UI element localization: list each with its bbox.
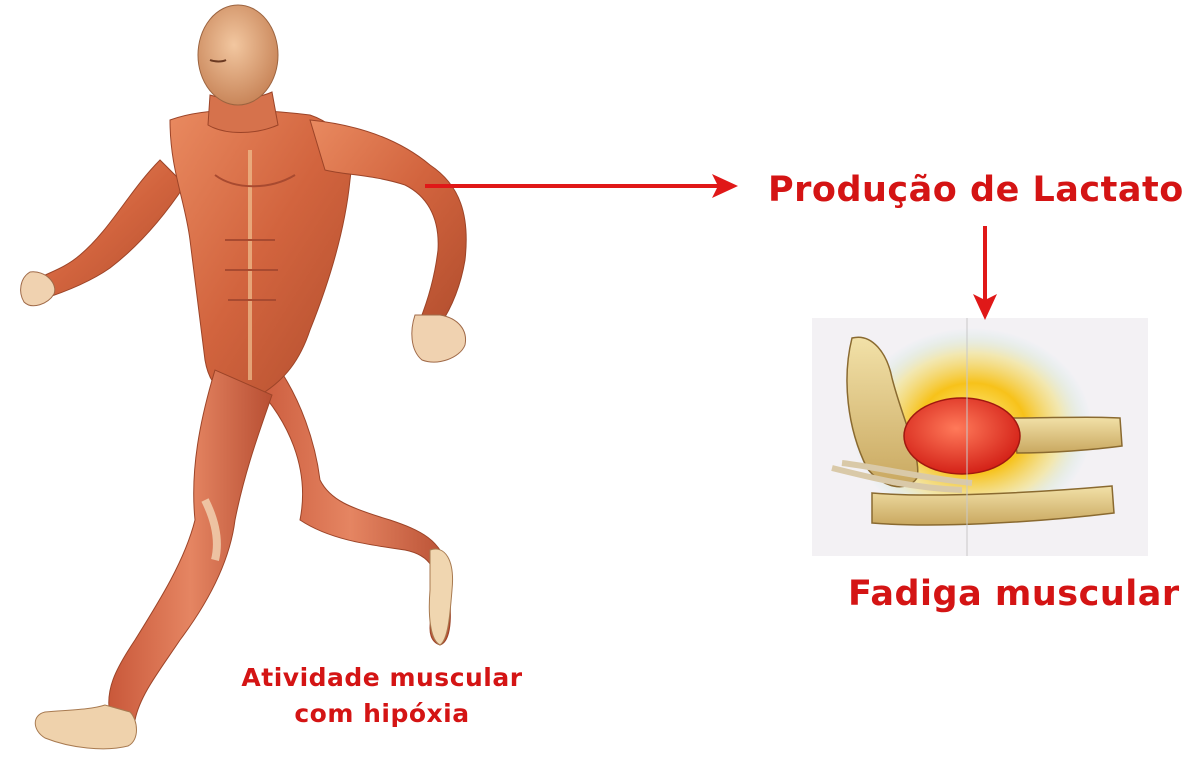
activity-line-2: com hipóxia [232,696,532,732]
node-lactate-production: Produção de Lactato [768,170,1184,210]
activity-line-1: Atividade muscular [232,660,532,696]
arrow-runner-to-lactate [425,174,738,198]
arrow-lactate-to-fatigue [973,226,997,320]
node-muscle-fatigue: Fadiga muscular [848,574,1180,614]
node-muscle-activity: Atividade muscular com hipóxia [232,660,532,732]
